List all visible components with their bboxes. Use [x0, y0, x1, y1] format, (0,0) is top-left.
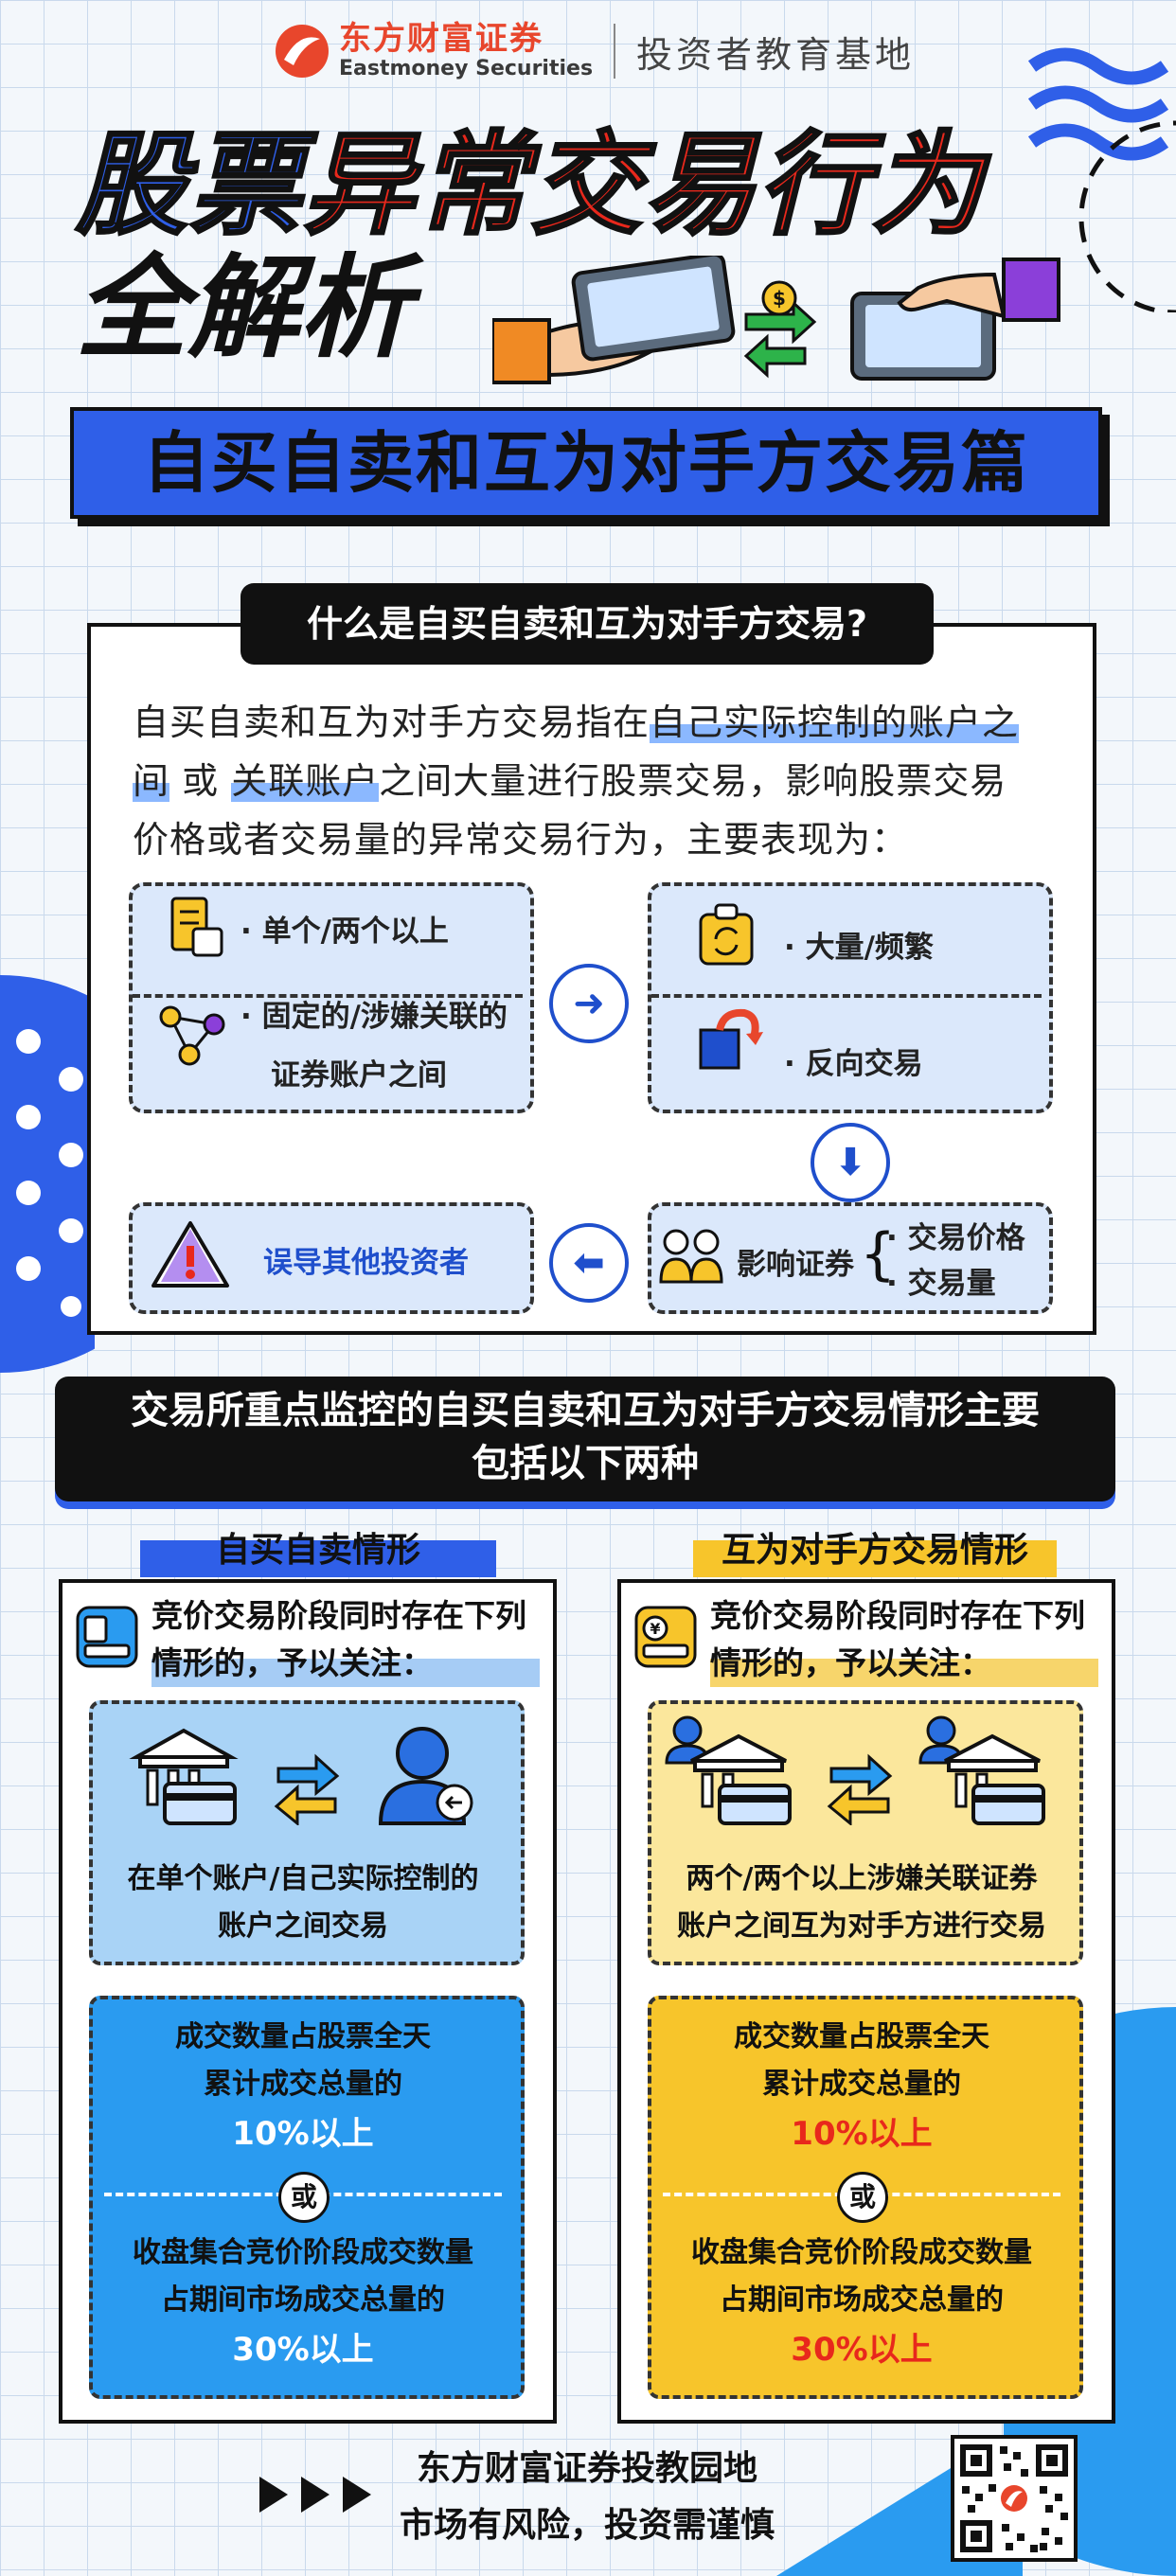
section2-heading: 交易所重点监控的自买自卖和互为对手方交易情形主要 包括以下两种	[55, 1377, 1115, 1501]
flow-divider	[133, 994, 523, 998]
flow-label-fixed-related: · 固定的/涉嫌关联的	[241, 1000, 508, 1034]
flow-label-trade-price: · 交易价格	[886, 1221, 1025, 1255]
right-or-badge: 或	[837, 2172, 888, 2223]
definition-text: 自买自卖和互为对手方交易指在自己实际控制的账户之间 或 关联账户之间大量进行股票…	[133, 693, 1042, 869]
right-threshold-text2: 累计成交总量的	[762, 2068, 961, 2101]
flow-box-impact	[648, 1202, 1053, 1314]
title-banner-bg	[70, 407, 1102, 519]
wave-decoration	[1027, 47, 1176, 312]
qr-code[interactable]	[951, 2435, 1078, 2562]
left-threshold-10pct: 10%以上	[232, 2115, 374, 2153]
left-threshold-30pct: 30%以上	[232, 2331, 374, 2369]
left-threshold-text2: 累计成交总量的	[204, 2068, 402, 2101]
currency-card-icon: ¥	[634, 1606, 697, 1668]
left-threshold-text1: 成交数量占股票全天	[175, 2020, 431, 2053]
right-threshold-30pct: 30%以上	[791, 2331, 933, 2369]
main-title-line1: 股票异常交易行为	[74, 122, 985, 248]
people-icon	[659, 1229, 723, 1284]
document-icon	[170, 897, 223, 957]
right-threshold-text3: 收盘集合竞价阶段成交数量	[691, 2236, 1032, 2269]
footer-line2: 市场有风险，投资需谨慎	[399, 2506, 775, 2545]
left-or-badge: 或	[278, 2172, 330, 2223]
right-threshold-10pct: 10%以上	[791, 2115, 933, 2153]
svg-text:¥: ¥	[650, 1620, 660, 1638]
brand-divider	[614, 24, 616, 79]
title-banner: 自买自卖和互为对手方交易篇	[143, 424, 1029, 502]
right-scenario-line1: 两个/两个以上涉嫌关联证券	[686, 1862, 1038, 1895]
left-scenario-line2: 账户之间交易	[218, 1910, 388, 1943]
intro-text-2: 或	[169, 760, 232, 802]
brace-icon: {	[860, 1221, 897, 1288]
right-column-intro: 竞价交易阶段同时存在下列情形的，予以关注：	[710, 1592, 1098, 1687]
brand-subtitle: 投资者教育基地	[636, 33, 916, 76]
reverse-trade-icon	[699, 1008, 763, 1070]
triple-arrow-icon	[259, 2477, 371, 2513]
intro-text-3: 之间大量进行股票交易，影响股票交易价格或者交易量的异常交易行为，主要表现为：	[133, 760, 1007, 861]
arrow-down-icon: ⬇	[811, 1123, 890, 1202]
dots-circle-decoration	[0, 975, 95, 1373]
arrow-right-icon: ➜	[549, 964, 629, 1043]
title-part-blue: 股票	[74, 119, 304, 250]
left-threshold-text3: 收盘集合竞价阶段成交数量	[133, 2236, 473, 2269]
phone-exchange-illustration: $	[492, 256, 1060, 384]
section2-heading-line2: 包括以下两种	[472, 1442, 699, 1485]
section2-heading-line1: 交易所重点监控的自买自卖和互为对手方交易情形主要	[131, 1389, 1040, 1432]
title-part-red: 异常交易行为	[302, 119, 986, 250]
arrow-left-icon: ⬅	[549, 1223, 629, 1303]
main-title-line2: 全解析	[76, 242, 412, 373]
exchange-arrows-icon	[827, 1753, 893, 1825]
flow-label-reverse: · 反向交易	[784, 1047, 923, 1081]
flow-label-impact-securities: 影响证券	[737, 1248, 854, 1282]
flow-label-trade-volume: · 交易量	[886, 1267, 996, 1301]
refresh-bag-icon	[699, 903, 754, 966]
flow-label-accounts-between: 证券账户之间	[271, 1058, 447, 1093]
intro-text-1: 自买自卖和互为对手方交易指在	[133, 702, 650, 743]
left-scenario-line1: 在单个账户/自己实际控制的	[127, 1862, 479, 1895]
right-scenario-line2: 账户之间互为对手方进行交易	[677, 1910, 1046, 1943]
section1-heading: 什么是自买自卖和互为对手方交易?	[241, 583, 934, 665]
footer-line1: 东方财富证券投教园地	[416, 2449, 757, 2488]
qr-code-icon	[960, 2444, 1068, 2552]
exchange-arrows-icon	[274, 1753, 340, 1825]
id-card-icon	[76, 1606, 138, 1668]
right-threshold-text1: 成交数量占股票全天	[734, 2020, 989, 2053]
svg-text:$: $	[773, 287, 786, 310]
left-column-intro: 竞价交易阶段同时存在下列情形的，予以关注：	[151, 1592, 540, 1687]
flow-label-mislead: 误导其他投资者	[263, 1246, 469, 1280]
related-bank-left-icon	[665, 1715, 792, 1825]
flow-label-single-multi: · 单个/两个以上	[241, 915, 449, 949]
related-bank-right-icon	[918, 1715, 1045, 1825]
user-icon	[378, 1727, 473, 1825]
highlight-related-accounts: 关联账户	[231, 760, 380, 802]
eastmoney-logo-icon	[276, 25, 329, 78]
warning-icon	[151, 1221, 229, 1288]
brand-header: 东方财富证券 Eastmoney Securities 投资者教育基地	[273, 21, 915, 81]
flow-label-large-frequent: · 大量/频繁	[784, 931, 934, 965]
left-column-title: 自买自卖情形	[140, 1524, 496, 1577]
right-column-title: 互为对手方交易情形	[693, 1524, 1057, 1577]
brand-name-cn: 东方财富证券	[339, 20, 543, 58]
left-threshold-text4: 占期间市场成交总量的	[161, 2283, 445, 2317]
brand-name-en: Eastmoney Securities	[339, 57, 594, 80]
bank-card-icon	[129, 1728, 239, 1825]
network-icon	[159, 1005, 225, 1066]
flow-divider	[651, 994, 1042, 998]
right-threshold-text4: 占期间市场成交总量的	[720, 2283, 1004, 2317]
